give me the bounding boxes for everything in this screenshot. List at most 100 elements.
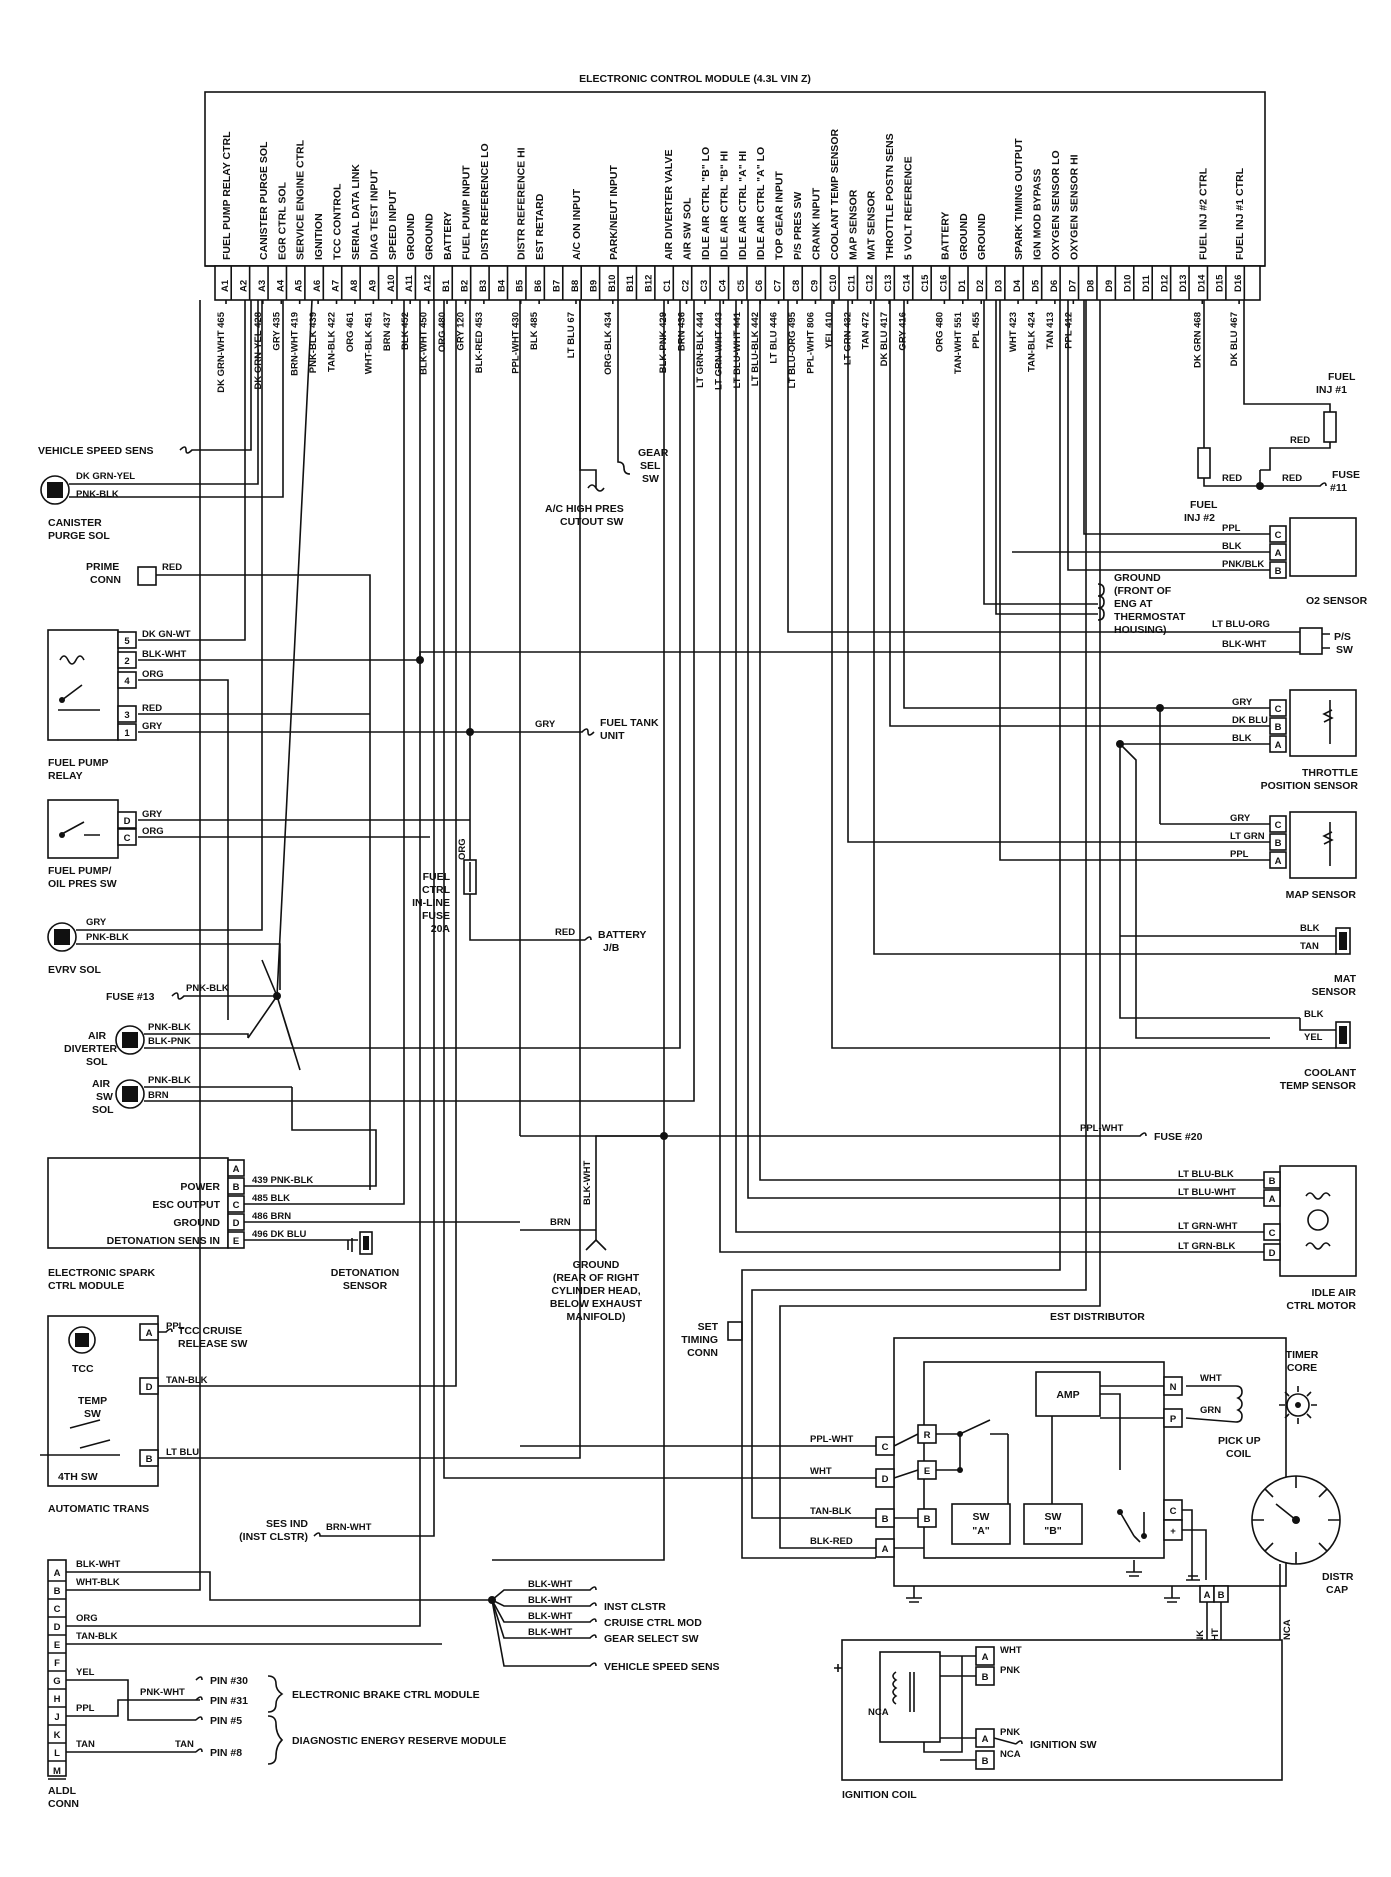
o2-sensor [1289,517,1357,577]
airdiv-label3: SOL [86,1056,108,1068]
bus-label-1: CRUISE CTRL MOD [604,1617,702,1629]
ecm-pin-B10: B10 [607,275,618,292]
trans-pin-D: D [146,1382,153,1393]
ecm-pin-A3: A3 [257,280,268,292]
aldl-wire4: TAN-BLK [76,1631,118,1642]
ecm-wire-A10: BRN 437 [382,312,393,351]
ecm-wire-C8: LT BLU-ORG 495 [787,311,798,388]
prime-conn [137,566,157,586]
trans-pin-B: B [146,1454,153,1465]
swa-label1: SW [973,1511,990,1523]
tps-label2: POSITION SENSOR [1261,780,1359,792]
ecm-function-B5: DISTR REFERENCE HI [516,147,528,260]
ecm-pin-D8: D8 [1086,280,1097,292]
gnd-label3: ENG AT [1114,598,1153,610]
ground-wire2: BRN [550,1217,571,1228]
relay-wire-4: GRY [142,721,163,732]
ecm-wire-C7: LT BLU 446 [769,312,780,364]
evrv-wire1: GRY [86,917,107,928]
clt-wire1: BLK [1304,1009,1324,1020]
ecm-pin-C12: C12 [865,275,876,292]
esc-pin-D: D [233,1218,240,1229]
relay-pin-1: 1 [124,728,130,739]
airdiv-label2: DIVERTER [64,1043,118,1055]
fuel-inj-1 [1323,411,1337,443]
ecm-pin-row [214,265,1261,301]
map-sensor [1289,811,1357,879]
ecm-pin-C16: C16 [938,275,949,292]
pick-label2: COIL [1226,1448,1252,1460]
o2-pin-B: B [1275,566,1282,577]
dist-outer-pin-D: D [882,1474,889,1485]
dist-inner-pin-B: B [924,1514,931,1525]
bus-wire-0: BLK-WHT [528,1579,573,1590]
coil-wire-0: WHT [1000,1645,1022,1656]
aldl-pnkwht: PNK-WHT [140,1687,185,1698]
ecm-pin-D2: D2 [975,280,986,292]
ecm-function-C8: P/S PRES SW [792,192,804,260]
ecm-function-D14: FUEL INJ #2 CTRL [1197,167,1209,260]
iac-pin-B: B [1269,1176,1276,1187]
ecm-pin-A6: A6 [312,280,323,292]
bus-wire-1: BLK-WHT [528,1595,573,1606]
aldl-label1: ALDL [48,1785,77,1797]
iac-pin-A: A [1269,1194,1276,1205]
ps-label1: P/S [1334,631,1351,643]
tps-pin-C: C [1275,704,1282,715]
iac-wire-0: LT BLU-BLK [1178,1169,1234,1180]
ecm-wire-B8: LT BLU 67 [566,312,577,358]
aldl-wire6: PPL [76,1703,95,1714]
map-pin-C: C [1275,820,1282,831]
fuel-tank-wire: GRY [535,719,556,730]
ecm-pin-B12: B12 [644,275,655,292]
map-pin-A: A [1275,856,1282,867]
ecm-function-B10: PARK/NEUT INPUT [608,165,620,260]
o2-pin-A: A [1275,548,1282,559]
gnd-label2: (FRONT OF [1114,585,1172,597]
ecm-wire-C3: LT GRN-BLK 444 [695,311,706,388]
mat-label2: SENSOR [1312,986,1357,998]
map-wire-0: GRY [1230,813,1251,824]
aldl-pin-K: K [54,1730,61,1741]
ecm-wire-B5: PPL-WHT 430 [511,312,522,374]
dist-np-0: N [1170,1382,1177,1393]
aldl-conn [47,1559,67,1777]
ecm-function-A12: GROUND [424,213,436,260]
esc-pin-A: A [233,1164,240,1175]
ps-label2: SW [1336,644,1353,656]
throttle-position-sensor [1289,689,1357,757]
ses-wire: BRN-WHT [326,1522,372,1533]
relay-label2: RELAY [48,770,83,782]
oilsw-wire-1: ORG [142,826,164,837]
gnd-label1: GROUND [1114,572,1161,584]
ecm-pin-D3: D3 [994,280,1005,292]
dist-wire-0: PPL-WHT [810,1434,853,1445]
ground-label2: (REAR OF RIGHT [553,1272,640,1284]
ign-sw-label: IGNITION SW [1030,1739,1097,1751]
vss-wire [179,300,252,454]
ecm-pin-A11: A11 [404,274,415,292]
oilsw-pin-D: D [124,816,131,827]
det-label2: SENSOR [343,1280,388,1292]
mat-wire1: BLK [1300,923,1320,934]
ecm-pin-D16: D16 [1233,275,1244,292]
evrv-wire2: PNK-BLK [86,932,129,943]
dist-title: EST DISTRIBUTOR [1050,1311,1145,1323]
ecm-wire-B6: BLK 485 [529,311,540,350]
ecm-pin-C7: C7 [773,280,784,292]
ecm-wire-C10: YEL 410 [824,312,835,349]
ecm-wire-D4: WHT 423 [1008,312,1019,352]
relay-pin-2: 2 [124,656,129,667]
esc-label1: ELECTRONIC SPARK [48,1267,156,1279]
ecm-pin-B4: B4 [496,279,507,292]
timer-label1: TIMER [1286,1349,1319,1361]
ecm-box [204,91,1266,267]
relay-wire-0: DK GN-WT [142,629,191,640]
ecm-function-C5: IDLE AIR CTRL "A" HI [737,151,749,260]
aldl-label2: CONN [48,1798,79,1810]
ecm-function-A1: FUEL PUMP RELAY CTRL [221,131,233,260]
